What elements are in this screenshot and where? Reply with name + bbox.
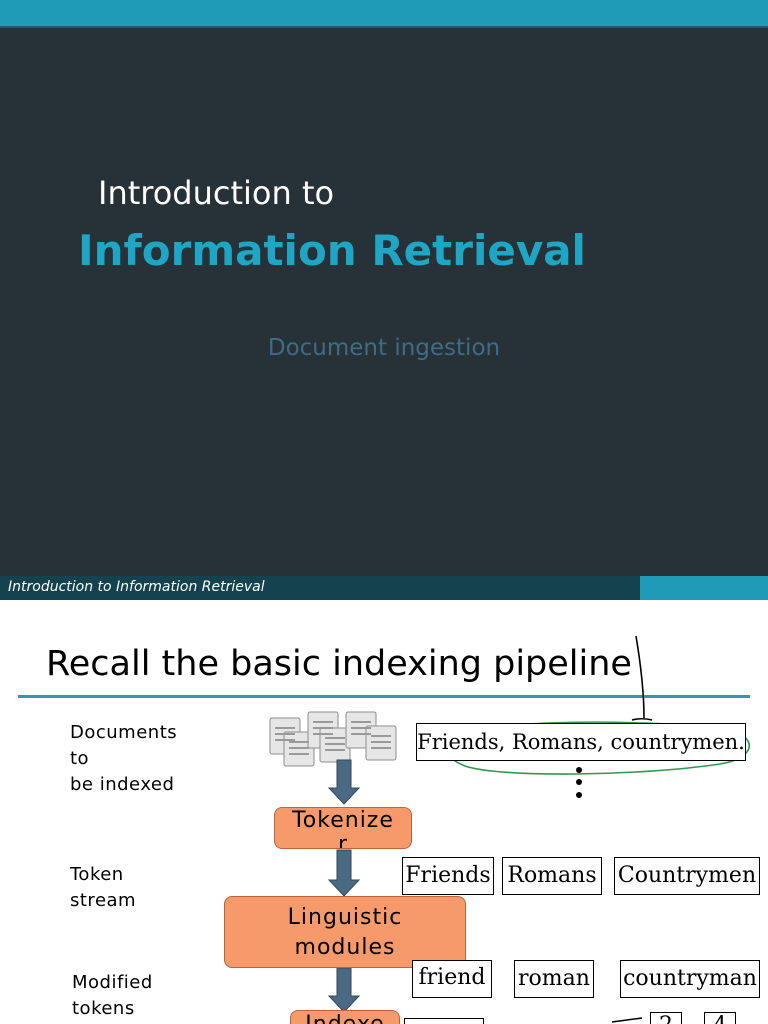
posting-box: 2 xyxy=(650,1012,682,1024)
modified-tokens-label-line: tokens xyxy=(72,998,135,1019)
tokenizer-label: r xyxy=(337,832,349,849)
pipeline-arrows xyxy=(327,759,361,1013)
slide-footer: Introduction to Information Retrieval xyxy=(0,576,768,600)
token-box: Friends xyxy=(402,857,494,895)
modified-token-box: friend xyxy=(412,960,492,998)
footer-accent-bar xyxy=(640,576,768,600)
slide-title: Information Retrieval xyxy=(78,226,586,275)
indexer-label: Indexe xyxy=(291,1011,399,1024)
pipeline-graphics xyxy=(269,635,750,1023)
pipeline-slide-title: Recall the basic indexing pipeline xyxy=(46,644,632,684)
modified-token-box: roman xyxy=(514,960,594,998)
tokenizer-stage: Tokenize r xyxy=(274,807,412,849)
modified-tokens-label: Modified tokens xyxy=(72,970,153,1022)
index-entry-box xyxy=(404,1018,484,1024)
token-box: Romans xyxy=(502,857,602,895)
slide-intro-text: Introduction to xyxy=(98,174,335,212)
documents-stack-icon xyxy=(269,711,397,767)
modified-token-box: countryman xyxy=(620,960,760,998)
linguistic-label: modules xyxy=(294,935,396,960)
documents-label-line: to xyxy=(70,748,90,769)
tokenizer-label: Tokenize xyxy=(292,808,394,833)
footer-text: Introduction to Information Retrieval xyxy=(8,579,265,595)
token-stream-label-line: stream xyxy=(70,890,137,911)
posting-box: 4 xyxy=(704,1012,736,1024)
linguistic-label: Linguistic xyxy=(287,905,403,930)
pipeline-slide: Recall the basic indexing pipeline Docum… xyxy=(0,600,768,1024)
indexer-stage: Indexe xyxy=(290,1010,400,1024)
title-underline xyxy=(18,695,750,698)
vertical-ellipsis-icon xyxy=(576,767,582,798)
documents-label-line: Documents xyxy=(70,722,178,743)
arrow-down-icon xyxy=(327,849,361,897)
handwritten-pen-stroke xyxy=(631,635,653,721)
top-accent-bar xyxy=(0,0,768,28)
modified-tokens-label-line: Modified xyxy=(72,972,153,993)
slide-subtitle: Document ingestion xyxy=(267,335,501,361)
arrow-down-icon xyxy=(327,759,361,805)
handwritten-ellipse-annotation xyxy=(446,721,750,775)
token-box: Countrymen xyxy=(614,857,760,895)
linguistic-modules-stage: Linguistic modules xyxy=(224,896,466,968)
documents-label: Documents to be indexed xyxy=(70,720,177,798)
document-text-box: Friends, Romans, countrymen. xyxy=(416,723,746,761)
arrow-down-icon xyxy=(327,967,361,1013)
posting-arrow-icon xyxy=(611,1017,643,1023)
title-slide: Introduction to Information Retrieval Do… xyxy=(0,0,768,600)
documents-label-line: be indexed xyxy=(70,774,175,795)
token-stream-label: Token stream xyxy=(70,862,136,914)
token-stream-label-line: Token xyxy=(70,864,124,885)
